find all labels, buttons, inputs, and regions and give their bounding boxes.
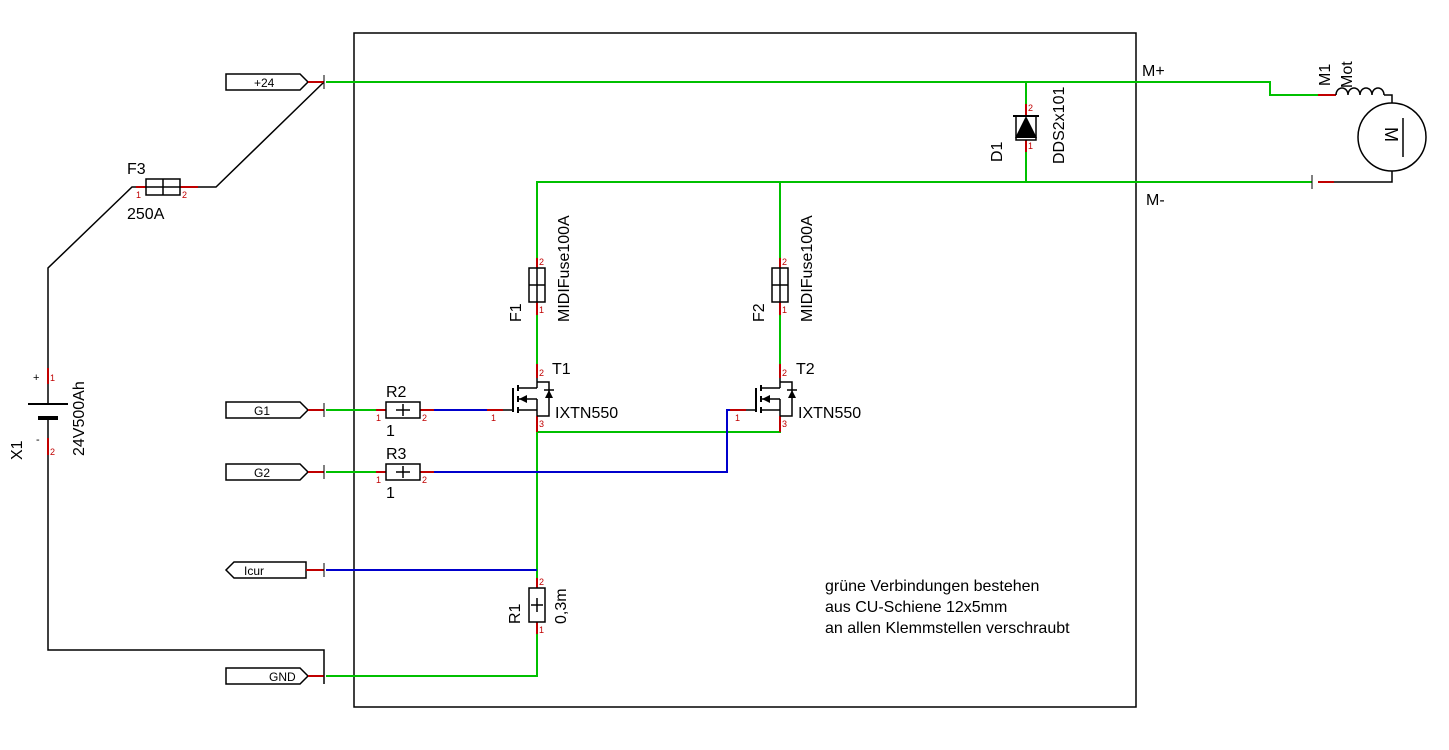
battery-x1[interactable]: + - 1 2 X1 24V500Ah	[9, 368, 88, 460]
port-g2[interactable]: G2	[225, 463, 325, 481]
d1-value: DDS2x101	[1051, 87, 1068, 164]
port-icur[interactable]: Icur	[224, 561, 325, 579]
board-outline	[353, 32, 1137, 708]
battery-minus-sign: -	[36, 434, 40, 446]
m1-ref: M1	[1317, 64, 1334, 86]
f1-ref: F1	[508, 303, 525, 322]
green-wires	[326, 81, 1318, 677]
f3-pin1: 1	[136, 190, 141, 200]
r3-pin1: 1	[376, 475, 381, 485]
wire-f3-plus24	[190, 81, 325, 188]
r2-pin2: 2	[422, 413, 427, 423]
port-plus24-label: +24	[254, 76, 275, 90]
t2-pin1: 1	[735, 413, 740, 423]
x1-pin1: 1	[50, 373, 55, 383]
x1-value: 24V500Ah	[71, 381, 88, 456]
wire-mminus-bus	[536, 181, 1312, 279]
f1-value: MIDIFuse100A	[556, 215, 573, 322]
t2-value: IXTN550	[798, 405, 861, 422]
wire-motor-return	[1334, 170, 1393, 183]
f2-ref: F2	[751, 303, 768, 322]
r2-ref: R2	[386, 384, 407, 401]
fuse-f1[interactable]: 2 1 F1 MIDIFuse100A	[508, 215, 573, 322]
f2-value: MIDIFuse100A	[799, 215, 816, 322]
net-label-mminus: M-	[1146, 192, 1165, 209]
resistor-r1[interactable]: 2 1 R1 0,3m	[507, 577, 570, 635]
r1-ref: R1	[507, 603, 524, 624]
r3-value: 1	[386, 485, 395, 502]
r2-value: 1	[386, 423, 395, 440]
note-line-1: grüne Verbindungen bestehen	[825, 578, 1039, 595]
port-plus24[interactable]: +24	[225, 73, 325, 91]
note-block: grüne Verbindungen bestehen aus CU-Schie…	[825, 578, 1070, 637]
f2-pin2: 2	[782, 257, 787, 267]
fuse-f3[interactable]: 1 2 F3 250A	[127, 161, 198, 223]
port-g2-label: G2	[254, 466, 270, 480]
wire-sources-tie	[536, 424, 781, 433]
f3-pin2: 2	[182, 190, 187, 200]
t1-pin3: 3	[539, 419, 544, 429]
battery-plus-sign: +	[33, 372, 39, 384]
port-g1[interactable]: G1	[225, 401, 325, 419]
x1-pin2: 2	[50, 447, 55, 457]
net-label-mplus: M+	[1142, 63, 1165, 80]
fuse-f2[interactable]: 2 1 F2 MIDIFuse100A	[751, 215, 816, 322]
r1-pin2: 2	[539, 577, 544, 587]
t2-ref: T2	[796, 361, 815, 378]
t2-pin2: 2	[782, 368, 787, 378]
t2-pin3: 3	[782, 419, 787, 429]
m1-value: Mot	[1339, 61, 1356, 88]
r3-ref: R3	[386, 446, 407, 463]
diode-d1[interactable]: 2 1 D1 DDS2x101	[989, 87, 1068, 164]
mosfet-t1[interactable]: 1 2 3 T1 IXTN550	[487, 361, 618, 432]
mosfet-t2[interactable]: 1 2 3 T2 IXTN550	[730, 361, 861, 432]
f1-pin2: 2	[539, 257, 544, 267]
motor-symbol: M	[1381, 127, 1401, 142]
d1-ref: D1	[989, 141, 1006, 162]
t1-value: IXTN550	[555, 405, 618, 422]
resistor-r3[interactable]: 1 2 R3 1	[376, 446, 434, 502]
port-gnd[interactable]: GND	[225, 667, 325, 685]
r2-pin1: 1	[376, 413, 381, 423]
f2-pin1: 1	[782, 305, 787, 315]
wire-x1-gnd	[47, 455, 325, 684]
r1-value: 0,3m	[553, 588, 570, 624]
t1-ref: T1	[552, 361, 571, 378]
f3-ref: F3	[127, 161, 146, 178]
f3-value: 250A	[127, 206, 165, 223]
port-gnd-label: GND	[269, 670, 296, 684]
motor-m1[interactable]: M M1 Mot	[1311, 61, 1427, 189]
t1-pin1: 1	[491, 413, 496, 423]
port-icur-label: Icur	[244, 564, 264, 578]
d1-pin1: 1	[1028, 141, 1033, 151]
port-g1-label: G1	[254, 404, 270, 418]
r1-pin1: 1	[539, 625, 544, 635]
note-line-2: aus CU-Schiene 12x5mm	[825, 599, 1007, 616]
d1-pin2: 2	[1028, 103, 1033, 113]
x1-ref: X1	[9, 440, 26, 460]
black-wires	[47, 81, 1393, 684]
t1-pin2: 2	[539, 368, 544, 378]
resistor-r2[interactable]: 1 2 R2 1	[376, 384, 434, 440]
wire-plus24-bus	[326, 81, 1318, 96]
r3-pin2: 2	[422, 475, 427, 485]
note-line-3: an allen Klemmstellen verschraubt	[825, 620, 1070, 637]
f1-pin1: 1	[539, 305, 544, 315]
wire-r1-gnd	[326, 624, 538, 677]
